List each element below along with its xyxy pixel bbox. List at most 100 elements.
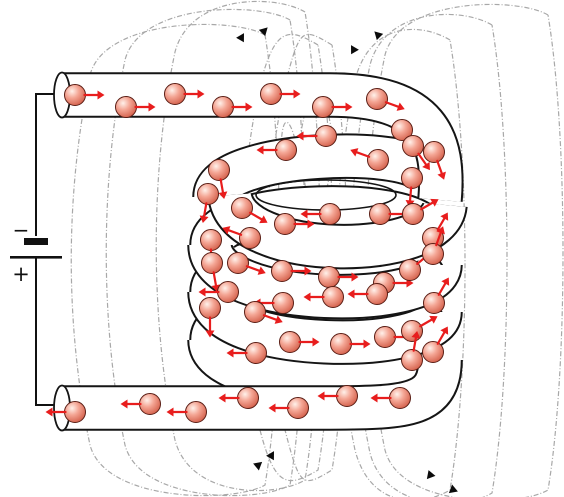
electron-with-arrow [423, 141, 446, 180]
current-arrow-icon [296, 131, 318, 141]
current-arrow-head [436, 226, 445, 235]
electron-with-arrow [350, 148, 389, 171]
electron-with-arrow [199, 297, 221, 338]
current-arrow-shaft [219, 178, 225, 194]
electron-icon [272, 292, 294, 314]
field-line [365, 3, 564, 497]
electron-icon [279, 331, 301, 353]
electron-icon [185, 401, 207, 423]
electron-icon [164, 83, 186, 105]
electron-icon [212, 96, 234, 118]
current-arrow-head [350, 148, 359, 157]
tube-body [189, 288, 461, 363]
current-arrow-shaft [417, 152, 428, 166]
current-arrow-icon [437, 277, 450, 296]
current-arrow-head [440, 326, 449, 335]
current-arrow-head [437, 171, 446, 180]
electron-icon [422, 341, 444, 363]
electron-icon [319, 203, 341, 225]
current-arrow-icon [183, 89, 205, 99]
current-arrow-shaft [245, 265, 261, 272]
current-arrow-head [205, 330, 215, 338]
current-arrow-head [218, 191, 228, 200]
electron-icon [199, 297, 221, 319]
current-arrow-shaft [420, 201, 434, 211]
current-arrow-shaft [262, 314, 278, 321]
field-direction-arrow-icon [236, 33, 244, 43]
electron-icon [369, 203, 391, 225]
current-arrow-head [303, 292, 311, 302]
electron-icon [245, 342, 267, 364]
battery-positive-label: + [12, 262, 30, 286]
electron-with-arrow [401, 330, 423, 371]
electron-with-arrow [366, 88, 405, 111]
electron-with-arrow [296, 125, 337, 147]
current-arrow-head [351, 272, 359, 282]
electron-icon [274, 213, 296, 235]
electron-icon [401, 167, 423, 189]
field-direction-arrow-icon [253, 461, 263, 471]
electron-with-arrow [423, 277, 450, 314]
electron-icon [389, 387, 411, 409]
current-arrow-icon [436, 159, 446, 180]
field-direction-arrow-icon [258, 27, 268, 37]
electron-with-arrow [422, 326, 449, 363]
electron-with-arrow [317, 385, 358, 407]
current-arrow-icon [370, 393, 392, 403]
electron-with-arrow [370, 387, 411, 409]
current-arrow-icon [419, 315, 438, 328]
electron-with-arrow [401, 167, 423, 208]
current-arrow-head [317, 391, 325, 401]
electron-icon [330, 333, 352, 355]
electron-icon [322, 286, 344, 308]
current-arrow-shaft [249, 211, 263, 221]
electron-with-arrow [166, 401, 207, 423]
electron-icon [287, 397, 309, 419]
electron-icon [139, 393, 161, 415]
electron-icon [318, 266, 340, 288]
current-arrow-head [148, 102, 156, 112]
electron-icon [366, 88, 388, 110]
electron-with-arrow [422, 226, 445, 265]
current-arrow-head [259, 215, 268, 224]
current-arrow-shaft [436, 217, 446, 231]
electron-with-arrow [402, 135, 430, 171]
current-arrow-head [257, 266, 266, 275]
current-arrow-icon [245, 265, 266, 275]
electron-icon [208, 159, 230, 181]
current-arrow-head [218, 393, 226, 403]
field-direction-arrow-icon [426, 470, 436, 480]
current-arrow-icon [83, 90, 105, 100]
electron-with-arrow [201, 252, 223, 293]
electron-with-arrow [198, 281, 239, 303]
current-arrow-icon [120, 399, 142, 409]
current-arrow-shaft [437, 282, 447, 296]
electron-icon [275, 139, 297, 161]
current-arrow-icon [384, 101, 405, 111]
electron-icon [201, 252, 223, 274]
electron-with-arrow [164, 83, 205, 105]
electron-icon [315, 125, 337, 147]
electron-with-arrow [318, 266, 359, 288]
current-arrow-head [296, 131, 304, 141]
electron-with-arrow [218, 387, 259, 409]
electron-icon [402, 135, 424, 157]
electron-icon [271, 260, 293, 282]
current-arrow-icon [249, 211, 268, 224]
electron-with-arrow [64, 84, 105, 106]
battery-negative-label: − [13, 218, 30, 242]
electron-with-arrow [231, 197, 268, 224]
electron-icon [402, 203, 424, 225]
electron-icon [423, 292, 445, 314]
current-arrow-head [312, 337, 320, 347]
current-arrow-icon [268, 403, 290, 413]
current-arrow-head [293, 89, 301, 99]
current-arrow-shaft [408, 186, 413, 202]
current-arrow-icon [199, 202, 209, 224]
current-arrow-icon [279, 89, 301, 99]
current-arrow-shaft [212, 271, 218, 287]
current-arrow-icon [298, 337, 320, 347]
electron-icon [239, 227, 261, 249]
current-arrow-icon [436, 212, 449, 231]
electron-icon [64, 84, 86, 106]
